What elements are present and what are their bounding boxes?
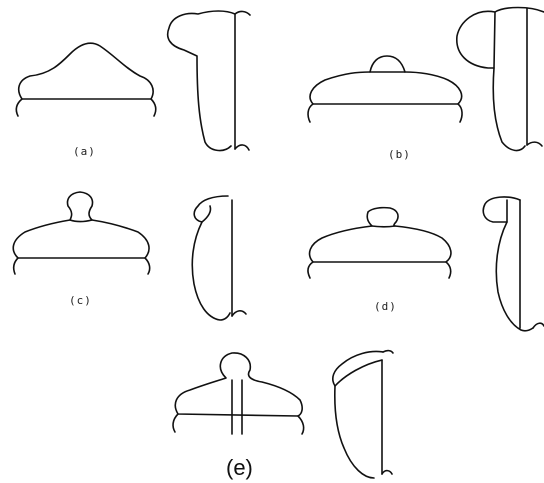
front-view-outline [19,43,153,99]
panel-b-side-view [457,8,544,151]
panel-d-front-view [308,208,451,278]
panel-e-front-view [173,353,304,434]
front-view-neck [70,220,92,222]
panel-a [16,11,250,151]
side-view-top-curl [235,11,250,15]
panel-label-e: (e) [226,455,253,481]
panel-c-side-view [192,196,246,320]
side-view-base-curl [533,323,544,328]
side-view-base-curl [232,311,246,316]
side-view-outline [457,8,544,151]
front-view-outline [13,192,149,258]
side-view-base-curl [527,142,542,146]
panel-label-c: (c) [69,294,92,307]
panel-label-b: (b) [388,148,411,161]
side-view-top-notch [202,206,210,222]
front-view-base-right [298,416,304,434]
panel-a-front-view [16,43,155,116]
front-view-base-left [16,99,22,116]
panel-e [173,351,393,478]
panel-c-front-view [13,192,149,274]
panel-c [13,192,246,320]
front-view-knob [370,56,405,72]
side-view-top-curl [383,351,393,353]
panel-b-front-view [308,56,462,122]
front-view-base-left [308,104,313,122]
panel-label-d: (d) [374,300,397,313]
panel-d [308,197,544,331]
front-view-outline [310,72,462,104]
front-view-base-right [151,99,156,116]
front-view-outline [310,208,451,262]
side-view-outline [333,352,383,479]
panel-label-a: (a) [73,145,96,158]
front-view-base-left [173,414,178,432]
side-view-outline [192,196,230,320]
panel-a-side-view [168,11,250,151]
panel-d-side-view [483,197,544,331]
front-view-base-right [446,262,451,278]
front-view-base-left [14,258,18,274]
panel-e-side-view [333,351,393,478]
side-view-divider [494,12,495,68]
side-view-outline [168,11,235,151]
front-view-base-left [308,262,313,278]
front-view-knob-base [372,226,395,227]
front-view-outline [175,353,302,416]
front-view-base-right [458,104,462,122]
side-view-base-curl [382,471,392,474]
panel-b [308,8,544,151]
side-view-base-curl [235,145,249,150]
side-view-outline [483,197,533,331]
front-view-base-right [145,258,150,274]
